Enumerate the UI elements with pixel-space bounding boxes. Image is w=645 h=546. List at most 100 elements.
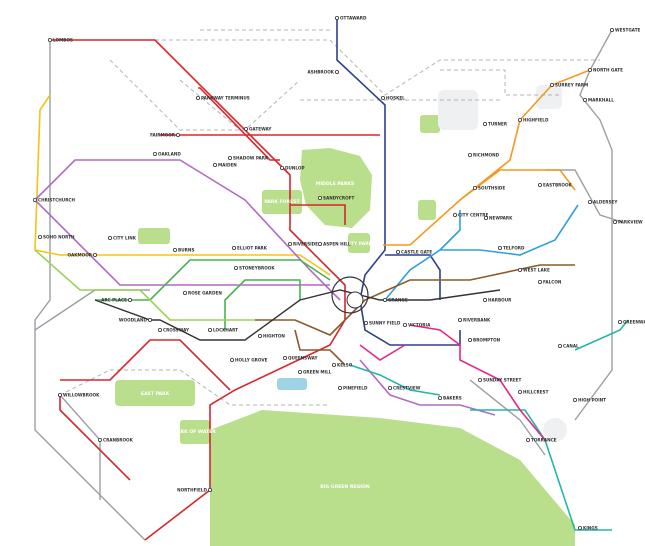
station[interactable]: NORTH GATE [588,67,623,72]
station[interactable]: RIVERSIDE [287,241,318,246]
station[interactable]: SUNNY FIELD [363,320,401,325]
station[interactable]: SOUTHSIDE [472,185,505,190]
station[interactable]: LOCKHART [207,327,238,332]
station[interactable]: BURNS [172,247,194,252]
station-marker-icon[interactable] [437,395,442,400]
station-marker-icon[interactable] [518,389,523,394]
station[interactable]: SHADOW PARK [227,155,269,160]
station[interactable]: SURREY FARM [550,82,588,87]
station-marker-icon[interactable] [207,487,212,492]
station[interactable]: WILLOWBROOK [58,392,100,397]
station-marker-icon[interactable] [331,362,336,367]
station[interactable]: SOHO NORTH [38,234,75,239]
station[interactable]: PARKWAY TERMINUS [195,95,250,101]
station-marker-icon[interactable] [195,96,200,101]
station-marker-icon[interactable] [127,297,132,302]
station-marker-icon[interactable] [227,155,232,160]
station-marker-icon[interactable] [33,197,38,202]
station-marker-icon[interactable] [526,437,531,442]
station-marker-icon[interactable] [363,320,368,325]
station[interactable]: ARC PLACE [101,297,132,302]
station-marker-icon[interactable] [212,162,217,167]
station[interactable]: TELFORD [497,245,525,250]
station[interactable]: DUNLOP [279,165,305,170]
station[interactable]: KELSO [331,362,353,367]
station-marker-icon[interactable] [483,215,488,220]
station-marker-icon[interactable] [402,322,407,327]
station-marker-icon[interactable] [58,392,63,397]
station-marker-icon[interactable] [317,241,322,246]
station-marker-icon[interactable] [282,355,287,360]
station[interactable]: FALCON [538,279,562,284]
station-marker-icon[interactable] [610,27,615,32]
station-marker-icon[interactable] [467,337,472,342]
station[interactable]: WEST LAKE [518,267,550,272]
station[interactable]: CITY CENTRE [452,212,488,217]
station[interactable]: HARBOUR [482,297,512,302]
station-marker-icon[interactable] [550,83,555,88]
station[interactable]: PINEFIELD [337,385,368,390]
station[interactable]: CITY LINK [108,235,137,240]
station[interactable]: PARKVIEW [613,219,643,224]
station-marker-icon[interactable] [482,122,487,127]
station[interactable]: LOMBOS [48,37,73,42]
station[interactable]: BROMPTON [467,337,501,342]
station-marker-icon[interactable] [157,327,162,332]
station-marker-icon[interactable] [182,290,187,295]
station-marker-icon[interactable] [518,118,523,123]
station[interactable]: VICTORIA [402,322,431,327]
station-marker-icon[interactable] [337,385,342,390]
station[interactable]: CHRISTCHURCH [33,197,76,202]
station[interactable]: ASPEN HILL [317,241,351,246]
station-marker-icon[interactable] [334,70,339,75]
station-marker-icon[interactable] [382,297,387,302]
station[interactable]: WOODLAND [119,317,152,322]
station[interactable]: GATEWAY [243,126,272,131]
station[interactable]: MARKHALL [583,97,614,102]
station-marker-icon[interactable] [588,199,593,204]
station-marker-icon[interactable] [108,235,113,240]
station-marker-icon[interactable] [477,377,482,382]
station[interactable]: CRANBROOK [98,437,134,442]
station-marker-icon[interactable] [229,357,234,362]
station[interactable]: GRANGE [382,297,408,302]
station-marker-icon[interactable] [538,279,543,284]
station[interactable]: HIGH POINT [573,397,606,402]
station-marker-icon[interactable] [467,152,472,157]
station-marker-icon[interactable] [287,241,292,246]
station[interactable]: OAKLAND [152,151,181,156]
station[interactable]: RICHMOND [467,152,500,157]
station[interactable]: ROSE GARDEN [182,290,222,295]
station-marker-icon[interactable] [93,252,98,257]
station[interactable]: OTTAWARD [334,15,367,20]
station-marker-icon[interactable] [618,319,623,324]
station-marker-icon[interactable] [48,38,53,43]
station[interactable]: EASTBROOK [538,182,573,187]
station-marker-icon[interactable] [457,317,462,322]
station-marker-icon[interactable] [573,397,578,402]
station[interactable]: CASTLE GATE [395,249,432,254]
station-marker-icon[interactable] [172,247,177,252]
station[interactable]: FAIRMOOR [150,132,180,137]
station[interactable]: RIVERBANK [457,317,491,322]
station-marker-icon[interactable] [317,195,322,200]
station-marker-icon[interactable] [38,234,43,239]
station[interactable]: GREEN MILL [297,369,332,374]
station-marker-icon[interactable] [538,182,543,187]
station-marker-icon[interactable] [578,526,583,531]
station-marker-icon[interactable] [387,385,392,390]
station[interactable]: ASHBROOK [307,69,339,75]
station[interactable]: SANDYCROFT [317,195,355,200]
station-marker-icon[interactable] [497,245,502,250]
station-marker-icon[interactable] [395,249,400,254]
station[interactable]: OAKMOOR [68,252,98,257]
station-marker-icon[interactable] [231,245,236,250]
station-marker-icon[interactable] [583,98,588,103]
station-marker-icon[interactable] [207,327,212,332]
station[interactable]: HIGHFIELD [518,117,549,122]
station[interactable]: SUNDAY STREET [477,377,522,382]
station[interactable]: CRESTVIEW [387,385,421,390]
station-marker-icon[interactable] [257,333,262,338]
station[interactable]: HIGHTON [257,333,285,338]
station-marker-icon[interactable] [175,132,180,137]
